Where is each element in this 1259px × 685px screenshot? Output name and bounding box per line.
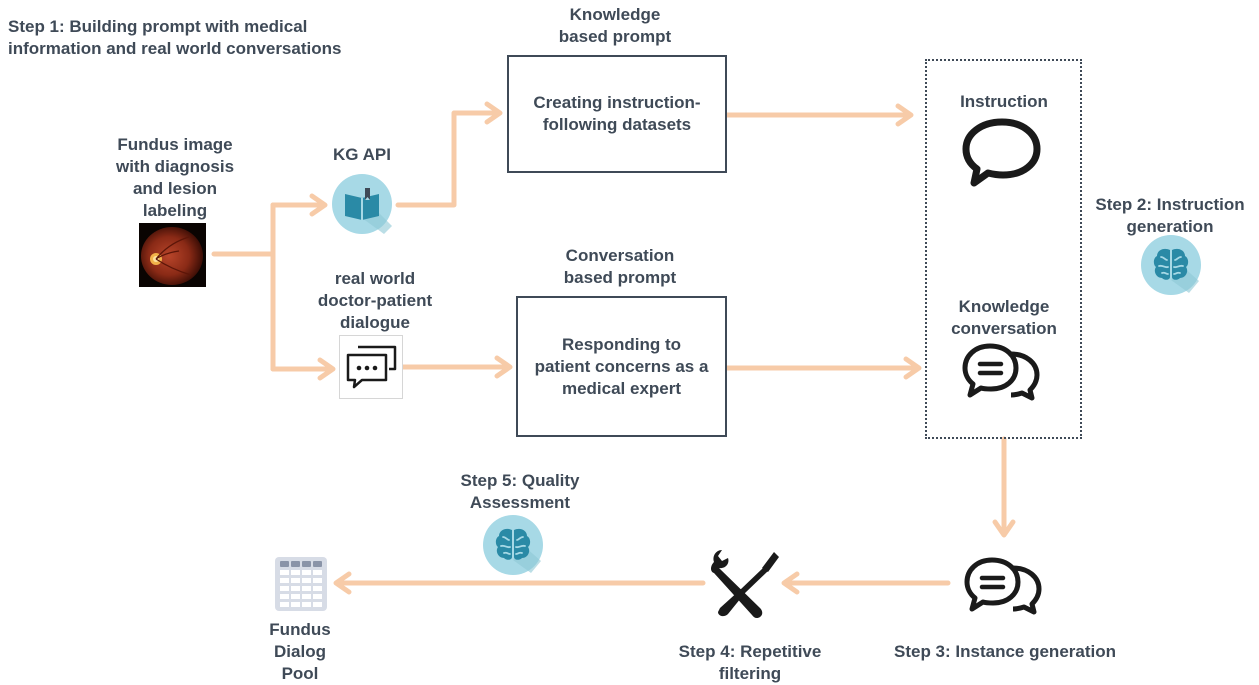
brain-icon-step5 bbox=[483, 515, 543, 575]
step5-label: Step 5: Quality Assessment bbox=[460, 471, 580, 512]
tools-icon bbox=[708, 548, 782, 620]
step1-title: Step 1: Building prompt with medical inf… bbox=[8, 17, 342, 58]
conversation-bubbles-icon bbox=[962, 342, 1042, 402]
table-pool-icon bbox=[274, 556, 328, 612]
instruction-dataset-box: Creating instruction- following datasets bbox=[507, 55, 727, 173]
brain-icon-step2 bbox=[1141, 235, 1201, 295]
step4-label: Step 4: Repetitive filtering bbox=[678, 642, 822, 683]
speech-bubble-icon bbox=[962, 117, 1042, 187]
step3-label: Step 3: Instance generation bbox=[894, 642, 1116, 661]
instruction-label: Instruction bbox=[960, 92, 1048, 111]
real-world-dialogue-label: real world doctor-patient dialogue bbox=[317, 269, 433, 332]
instruction-generation-container bbox=[925, 59, 1082, 439]
knowledge-conversation-label: Knowledge conversation bbox=[951, 297, 1057, 338]
step2-label: Step 2: Instruction generation bbox=[1095, 195, 1245, 236]
conversation-prompt-label: Conversation based prompt bbox=[563, 246, 677, 287]
fundus-photo bbox=[139, 223, 206, 287]
conversation-bubbles-icon-step3 bbox=[964, 556, 1044, 616]
kg-api-label: KG API bbox=[333, 145, 391, 164]
responding-box: Responding to patient concerns as a medi… bbox=[516, 296, 727, 437]
arrow-kgapi-box1 bbox=[395, 110, 500, 208]
fundus-image-label: Fundus image with diagnosis and lesion l… bbox=[115, 135, 235, 220]
dialogue-icon bbox=[339, 335, 403, 399]
knowledge-prompt-label: Knowledge based prompt bbox=[558, 5, 672, 46]
pool-label: Fundus Dialog Pool bbox=[269, 620, 331, 683]
book-icon bbox=[332, 174, 392, 234]
